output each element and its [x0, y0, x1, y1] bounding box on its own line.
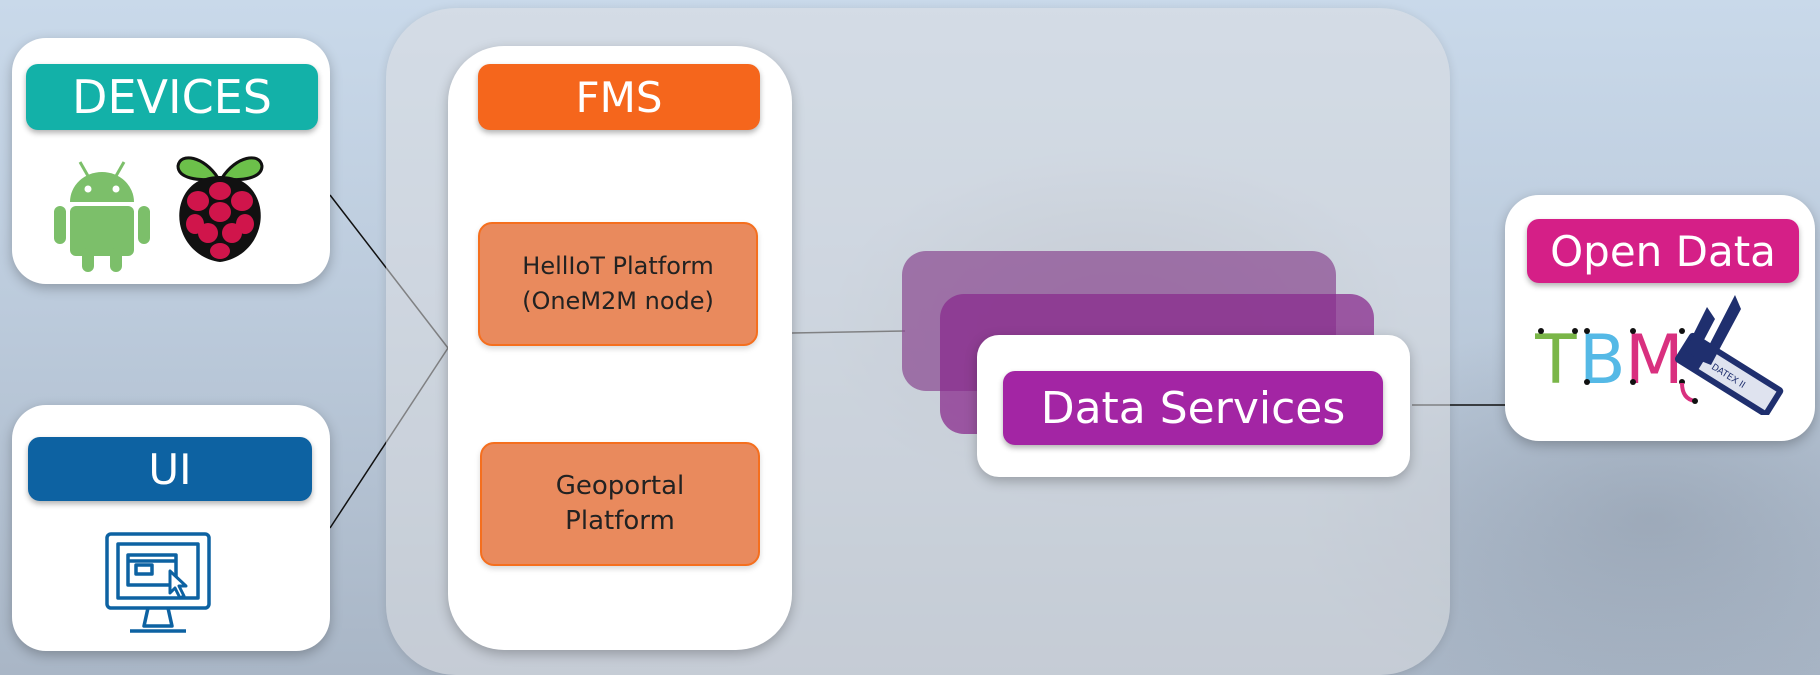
ui-card: UI — [12, 405, 330, 651]
helliot-platform-sublabel: (OneM2M node) — [522, 287, 714, 315]
data-services-card: Data Services — [977, 335, 1410, 477]
tbm-logo-m: M — [1625, 321, 1684, 400]
geoportal-platform-label: Geoportal — [555, 471, 685, 501]
tbm-logo-t: T — [1535, 321, 1577, 400]
devices-card: DEVICES — [12, 38, 330, 284]
open-data-card: Open Data T B M DATEX II — [1505, 195, 1815, 441]
geoportal-platform-box: Geoportal Platform — [480, 442, 760, 566]
helliot-platform-label: HellIoT Platform — [522, 252, 714, 280]
geoportal-platform-sublabel: Platform — [565, 506, 675, 536]
fms-card: FMS HellIoT Platform (OneM2M node) Geopo… — [448, 46, 792, 650]
open-data-title: Open Data — [1527, 219, 1799, 283]
helliot-platform-box: HellIoT Platform (OneM2M node) — [478, 222, 758, 346]
raspberry-pi-icon — [176, 156, 264, 262]
fms-title: FMS — [478, 64, 760, 130]
computer-ui-icon — [105, 532, 211, 633]
devices-title: DEVICES — [26, 64, 318, 130]
ui-title: UI — [28, 437, 312, 501]
tbm-datex-logo: T B M DATEX II — [1535, 295, 1784, 415]
android-icon — [54, 161, 150, 272]
tbm-logo-b: B — [1579, 321, 1626, 400]
data-services-title: Data Services — [1003, 371, 1383, 445]
